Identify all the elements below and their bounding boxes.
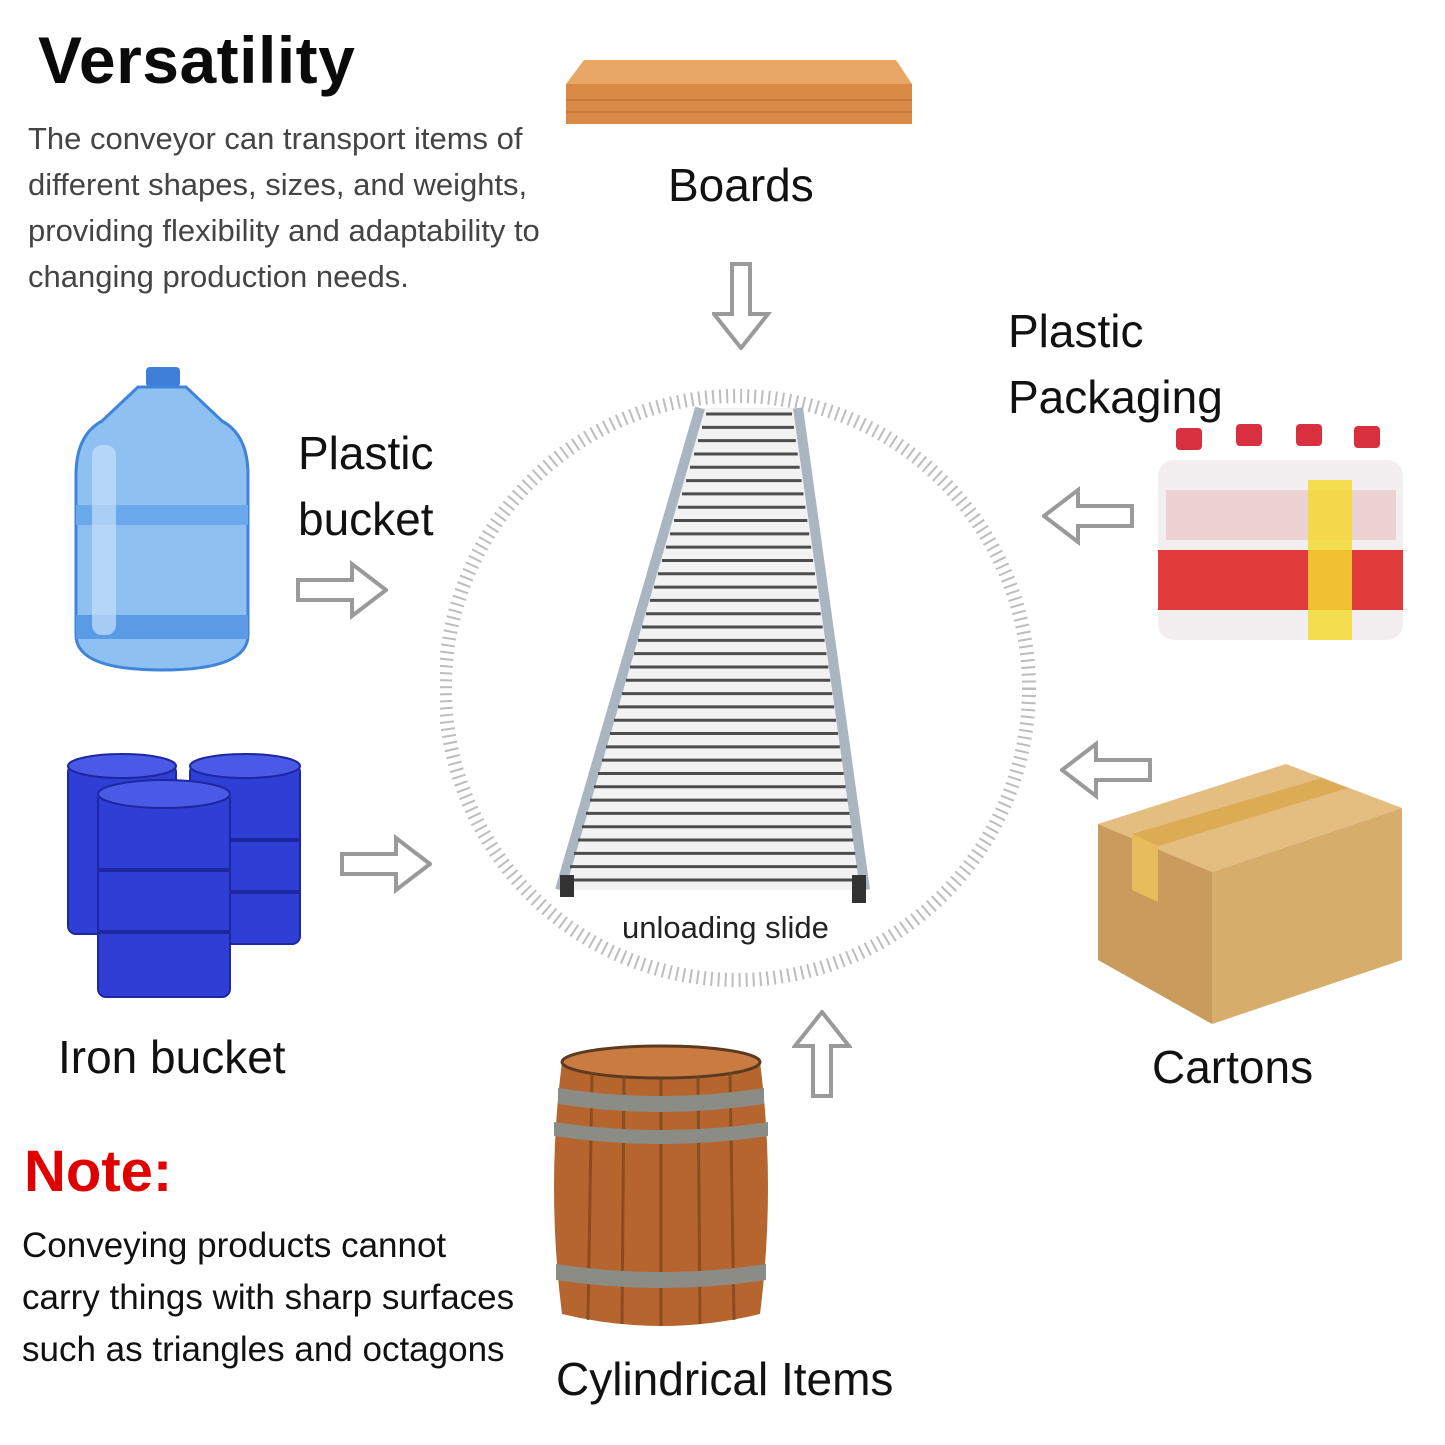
arrow-right-icon (340, 834, 432, 894)
plastic-bucket-label-line2: bucket (298, 493, 434, 545)
unloading-slide-label: unloading slide (622, 910, 829, 945)
plastic-bucket-label: Plastic bucket (298, 420, 434, 552)
iron-bucket-image (67, 753, 301, 998)
note-title: Note: (24, 1139, 173, 1204)
arrow-down-icon (712, 262, 772, 350)
description-text: The conveyor can transport items of diff… (28, 121, 540, 294)
cartons-image (1098, 764, 1402, 1024)
boards-label: Boards (668, 159, 814, 211)
arrow-left-icon (1042, 486, 1134, 546)
unloading-slide-illustration (440, 389, 1036, 987)
boards-image (566, 60, 912, 124)
arrow-up-icon (792, 1010, 852, 1098)
cartons-label: Cartons (1152, 1041, 1314, 1093)
page-title: Versatility (38, 23, 356, 97)
plastic-bucket-image (74, 367, 250, 672)
plastic-packaging-image (1158, 424, 1403, 640)
iron-bucket-label: Iron bucket (58, 1031, 286, 1083)
cylindrical-items-label: Cylindrical Items (556, 1353, 894, 1405)
plastic-packaging-label-line1: Plastic (1008, 305, 1144, 357)
plastic-packaging-label-line2: Packaging (1008, 371, 1223, 423)
arrow-right-icon (296, 560, 388, 620)
note-text: Conveying products cannot carry things w… (22, 1226, 515, 1369)
plastic-bucket-label-line1: Plastic (298, 427, 434, 479)
cylindrical-items-image (554, 1044, 768, 1326)
plastic-packaging-label: Plastic Packaging (1008, 298, 1223, 430)
arrow-left-icon (1060, 740, 1152, 800)
